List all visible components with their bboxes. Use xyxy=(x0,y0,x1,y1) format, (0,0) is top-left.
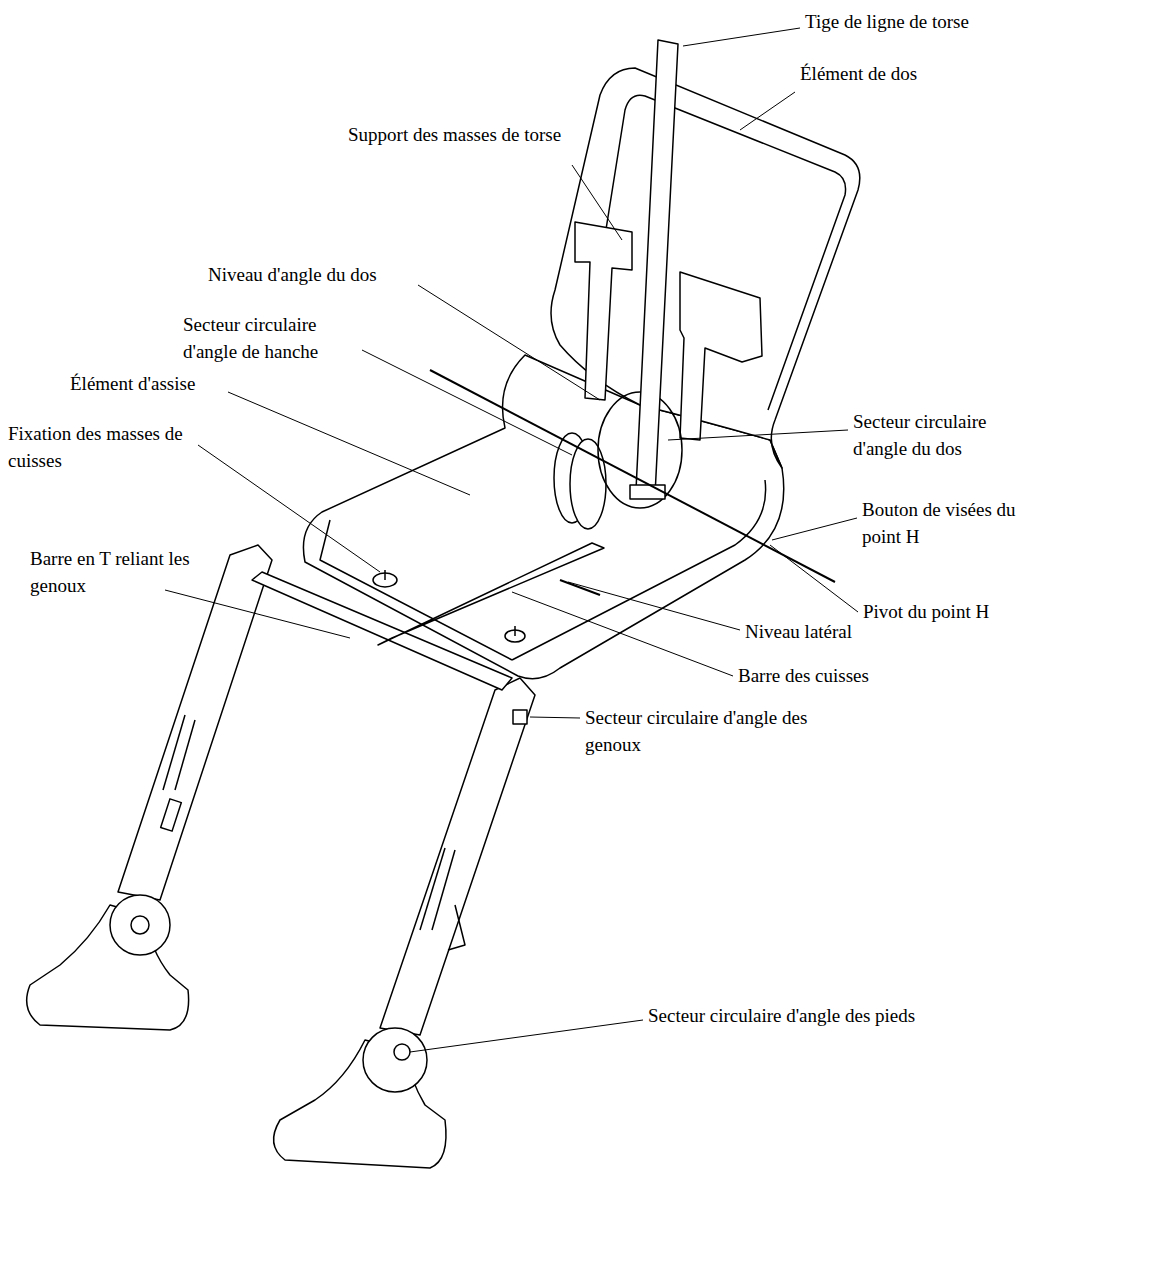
part-label: Niveau d'angle du dos xyxy=(208,261,448,288)
part-label: Barre en T reliant les genoux xyxy=(30,545,210,599)
part-label: Secteur circulaire d'angle du dos xyxy=(853,408,1028,462)
part-label: Élément d'assise xyxy=(70,370,260,397)
thigh-bar xyxy=(378,543,604,645)
part-label: Secteur circulaire d'angle des genoux xyxy=(585,704,835,758)
left-foot xyxy=(27,895,189,1030)
part-label: Barre des cuisses xyxy=(738,662,928,689)
lateral-level xyxy=(560,580,600,595)
h-point-axis xyxy=(430,370,835,582)
part-label: Secteur circulaire d'angle de hanche xyxy=(183,311,368,365)
torso-line-rod xyxy=(636,40,678,495)
right-leg xyxy=(380,678,535,1035)
part-label: Tige de ligne de torse xyxy=(805,8,1055,35)
part-label: Niveau latéral xyxy=(745,618,915,645)
part-label: Bouton de visées du point H xyxy=(862,496,1037,550)
part-label: Pivot du point H xyxy=(863,598,1063,625)
part-label: Support des masses de torse xyxy=(348,121,583,148)
part-label: Secteur circulaire d'angle des pieds xyxy=(648,1002,938,1029)
back-angle-level xyxy=(630,485,665,499)
part-label: Élément de dos xyxy=(800,60,990,87)
part-label: Fixation des masses de cuisses xyxy=(8,420,208,474)
right-foot xyxy=(274,1028,446,1168)
knee-angle-sector xyxy=(513,710,527,724)
leader-lines xyxy=(165,28,858,1052)
back-pan xyxy=(551,68,860,468)
